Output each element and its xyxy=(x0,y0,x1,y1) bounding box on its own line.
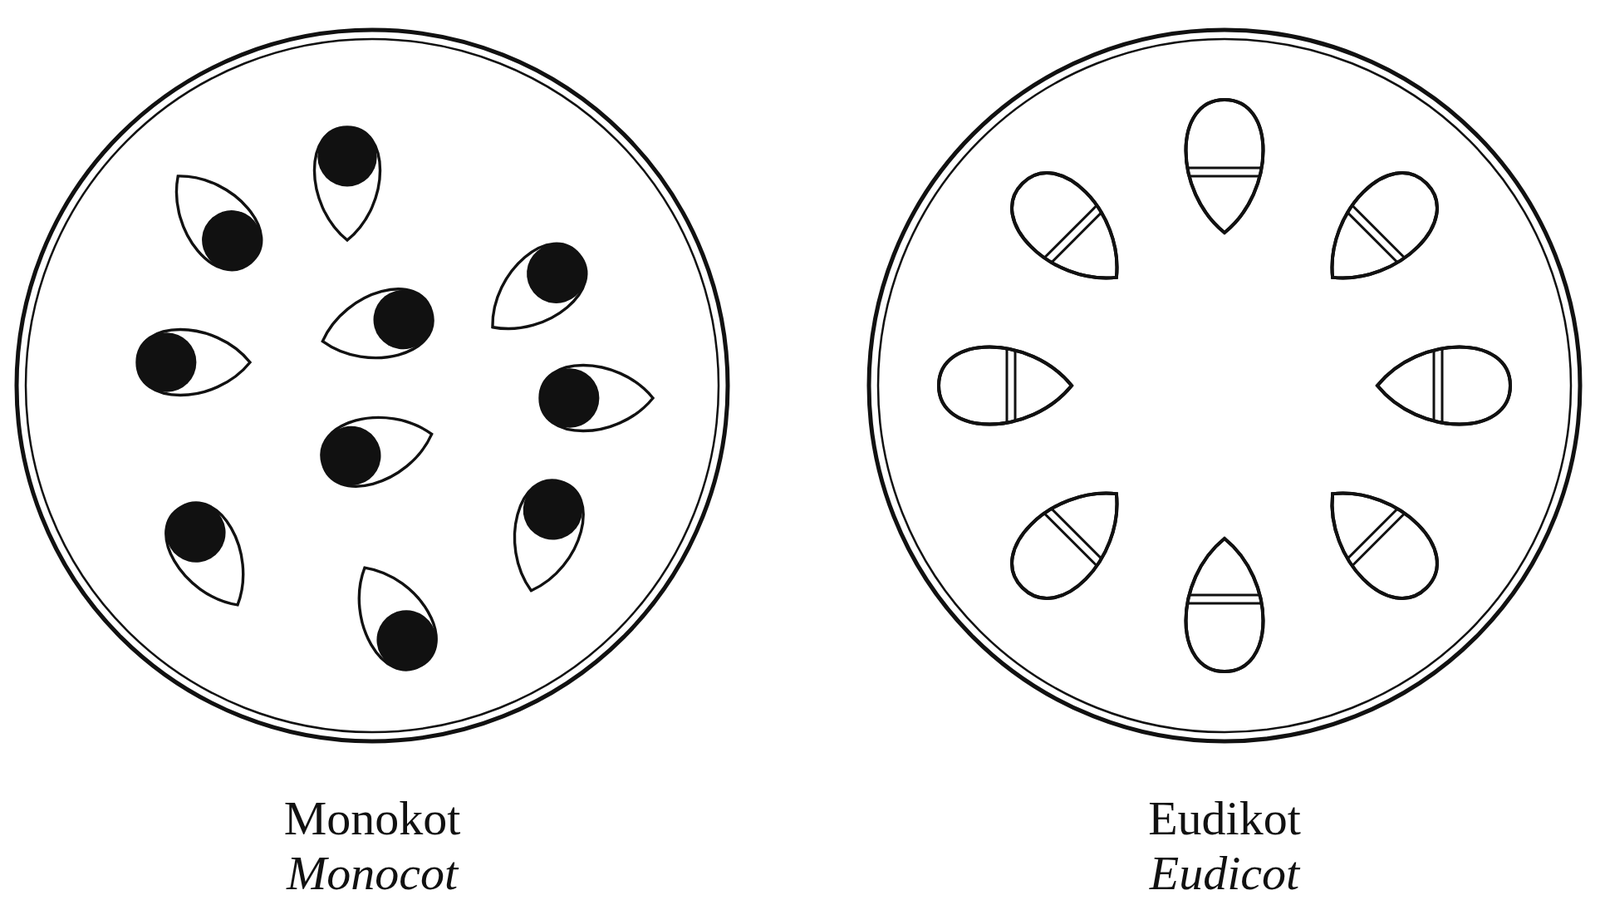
vascular-bundle xyxy=(314,402,441,496)
vascular-bundle xyxy=(152,155,276,285)
vascular-bundle xyxy=(981,452,1158,629)
vascular-bundle xyxy=(1377,327,1511,444)
indonesian-label: Monokot xyxy=(284,794,462,843)
vascular-bundle xyxy=(1291,452,1468,629)
vascular-bundle xyxy=(1166,538,1283,672)
english-label: Monocot xyxy=(286,849,458,898)
eudicot-stem xyxy=(868,29,1581,742)
vascular-bundle xyxy=(981,142,1158,319)
vascular-bundle xyxy=(314,279,441,374)
vascular-bundle xyxy=(152,490,266,621)
indonesian-label: Eudikot xyxy=(1148,794,1301,843)
vascular-bundle xyxy=(938,327,1072,444)
vascular-bundle xyxy=(471,229,601,353)
vascular-bundle xyxy=(1166,99,1283,233)
vascular-bundle xyxy=(314,127,380,241)
monocot-stem xyxy=(16,29,728,742)
vascular-bundle xyxy=(499,472,593,599)
vascular-bundle xyxy=(1291,142,1468,319)
english-label: Eudicot xyxy=(1149,849,1300,898)
vascular-bundle xyxy=(539,364,653,431)
vascular-bundle xyxy=(137,328,251,395)
vascular-bundle xyxy=(336,550,450,682)
